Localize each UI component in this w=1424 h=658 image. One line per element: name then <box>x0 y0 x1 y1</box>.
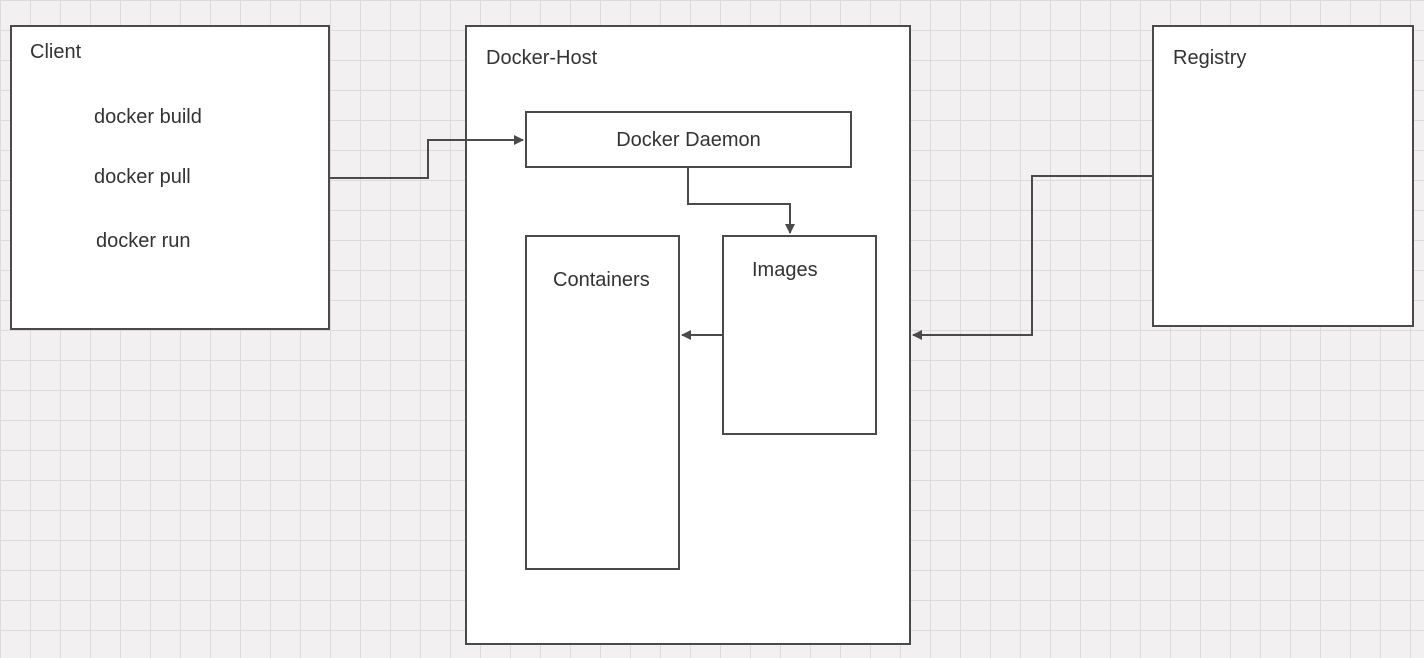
containers-box[interactable] <box>525 235 680 570</box>
registry-box[interactable] <box>1152 25 1414 327</box>
containers-title: Containers <box>553 269 650 291</box>
images-box[interactable] <box>722 235 877 435</box>
images-title: Images <box>752 259 818 281</box>
registry-title: Registry <box>1173 47 1247 69</box>
docker-daemon-box[interactable] <box>525 111 852 168</box>
docker-daemon-label: Docker Daemon <box>616 128 761 151</box>
command-docker-build: docker build <box>94 106 202 128</box>
command-docker-pull: docker pull <box>94 166 191 188</box>
registry-to-host-arrow <box>912 175 1152 340</box>
docker-host-title: Docker-Host <box>486 47 598 69</box>
command-docker-run: docker run <box>96 230 191 252</box>
client-box[interactable] <box>10 25 330 330</box>
client-title: Client <box>30 41 82 63</box>
